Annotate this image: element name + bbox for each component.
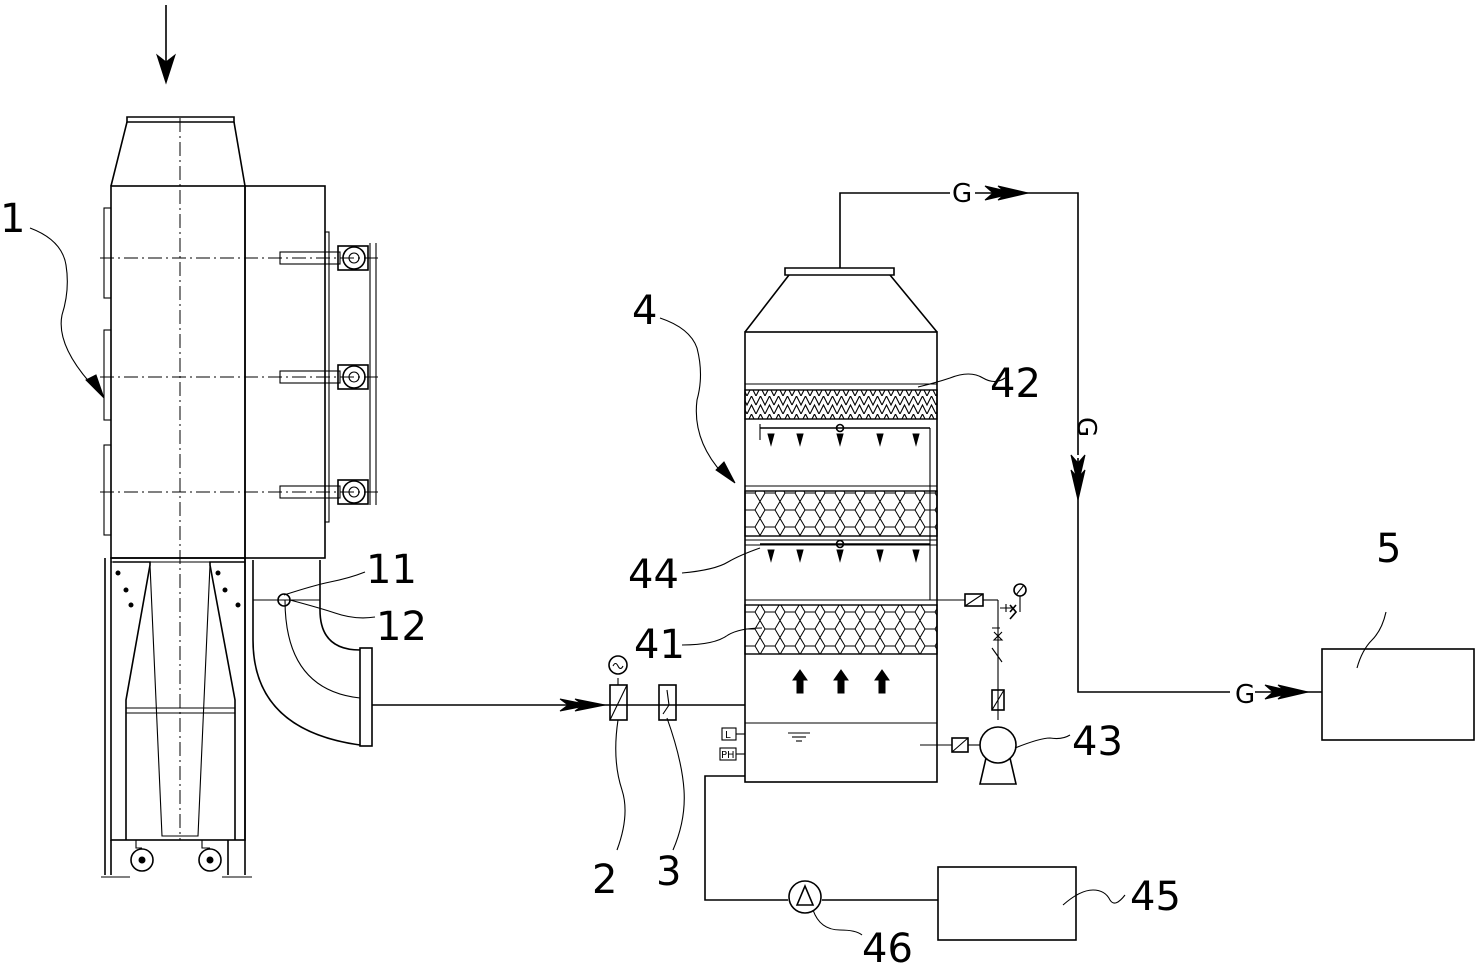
flow-meter-2: [608, 655, 628, 721]
spray-nozzles-44: [760, 539, 930, 563]
label-42: 42: [990, 361, 1041, 407]
label-2: 2: [592, 857, 617, 903]
rivet-dots: [115, 570, 241, 608]
inlet-arrow-icon: [156, 5, 176, 85]
liquid-level-icon: [788, 732, 810, 742]
label-1: 1: [0, 196, 25, 242]
gas-marker-top: G: [952, 179, 972, 209]
recirculation-line: [930, 583, 1027, 720]
storage-tank-45: [937, 866, 1077, 941]
level-instrument: L: [721, 727, 745, 741]
collector-unit-1: [100, 5, 378, 878]
check-valve-3: [658, 684, 677, 721]
label-4: 4: [632, 288, 657, 334]
label-12: 12: [376, 604, 427, 650]
packing-layer-41: [744, 604, 938, 655]
label-46: 46: [862, 926, 913, 967]
label-5: 5: [1376, 526, 1401, 572]
drain-line: [704, 775, 938, 914]
svg-text:PH: PH: [721, 750, 735, 761]
gas-marker-right: G: [1071, 417, 1101, 437]
gas-outlet-line: [839, 185, 1322, 700]
label-43: 43: [1072, 719, 1123, 765]
packing-layer-middle: [744, 490, 938, 537]
leader-lines: [29, 227, 1387, 936]
label-11: 11: [366, 547, 417, 593]
door-hinges: [103, 207, 112, 536]
ph-instrument: PH: [719, 747, 745, 761]
demister-layer-42: [744, 389, 938, 420]
label-41: 41: [634, 622, 685, 668]
label-44: 44: [628, 552, 679, 598]
scrubber-tower-4: L PH: [704, 185, 1322, 914]
circulation-pump-43: [920, 726, 1018, 785]
label-3: 3: [656, 849, 681, 895]
gas-up-arrows: [792, 669, 890, 694]
inlet-pipe: [372, 698, 745, 712]
outlet-elbow-duct: [252, 560, 373, 747]
caster-wheel-icon: [130, 840, 222, 872]
gas-marker-bottom: G: [1235, 680, 1255, 710]
label-45: 45: [1130, 874, 1181, 920]
duct-sensor: [253, 593, 320, 607]
svg-text:L: L: [725, 730, 731, 741]
drive-gear-icon: [337, 245, 369, 505]
downstream-unit-5: [1321, 648, 1475, 741]
